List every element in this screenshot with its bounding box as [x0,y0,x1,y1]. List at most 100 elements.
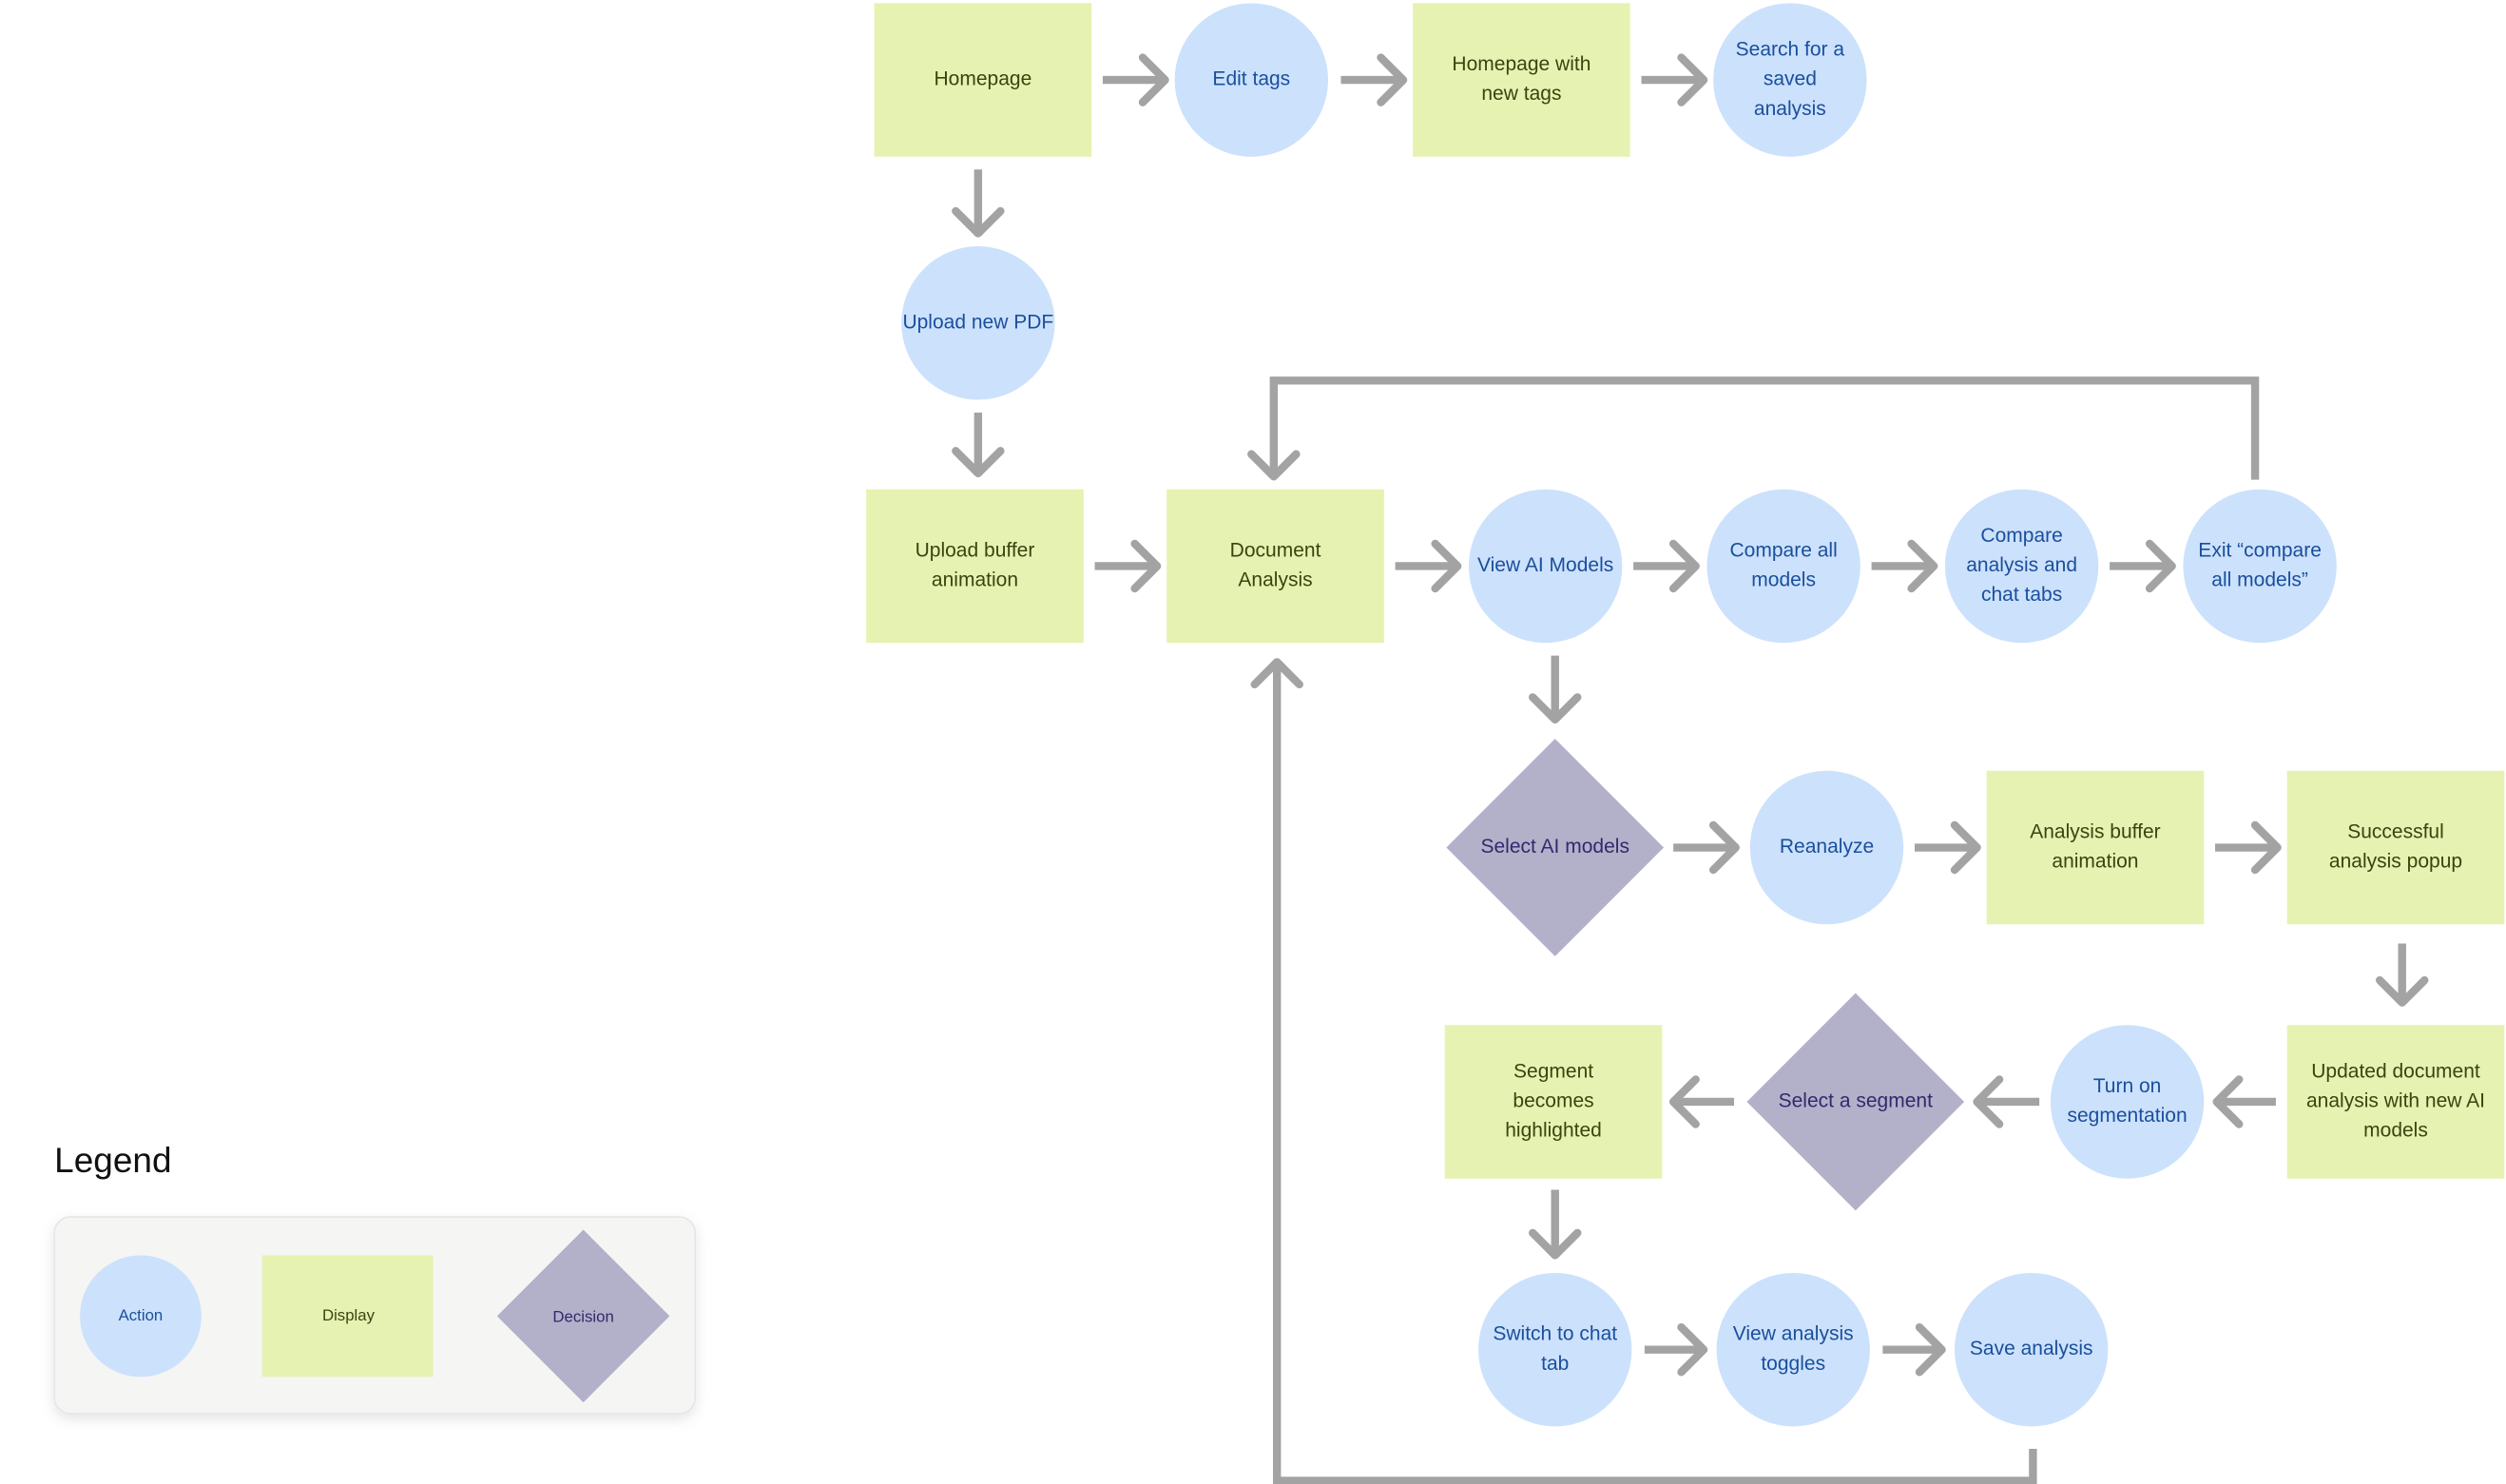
arrowhead-icon [2212,1075,2244,1128]
action-shape [2050,1025,2205,1179]
arrowhead-icon [1377,53,1408,106]
edge-upload-buffer-to-document-analysis [1094,539,1162,593]
display-shape [1166,489,1384,644]
node-label: Successful [2347,821,2444,843]
node-label: highlighted [1505,1120,1602,1142]
display-shape [1413,3,1630,157]
node-label: models [1751,569,1816,591]
arrowhead-icon [1130,539,1162,593]
legend-item-display: Display [261,1255,434,1378]
edge-homepage-new-tags-to-search-saved [1641,53,1708,106]
node-label: Upload new PDF [902,311,1053,333]
node-label: analysis [1754,98,1826,120]
node-label: Select AI models [1480,836,1629,858]
arrowhead-icon [1668,539,1700,593]
edge-exit-compare-to-document-analysis [1247,376,2260,481]
node-label: View analysis [1733,1323,1854,1345]
node-compare-all: Compare all models [1706,489,1860,644]
arrowhead-icon [952,206,1005,238]
connectors-layer [952,53,2429,1484]
arrowhead-icon [1528,1228,1582,1260]
arrowhead-icon [1677,1322,1708,1377]
node-label: Edit tags [1212,68,1290,90]
node-label: Compare all [1729,539,1837,561]
node-label: chat tabs [1981,584,2062,606]
node-label: tab [1541,1353,1569,1375]
legend-item-action: Action [80,1255,202,1378]
edge-view-ai-models-to-select-ai-models [1528,655,1582,724]
action-shape [1468,489,1623,644]
connector-line [1273,662,2037,1484]
node-label: Analysis [1238,569,1312,591]
action-shape [1706,489,1860,644]
display-shape [1986,770,2205,925]
node-label: Homepage [934,68,1031,90]
node-label: Select a segment [1779,1090,1933,1112]
edge-document-analysis-to-view-ai-models [1395,539,1462,593]
arrowhead-icon [1668,1075,1700,1128]
legend-title: Legend [54,1141,171,1180]
arrowhead-icon [1431,539,1462,593]
arrowhead-icon [1915,1322,1946,1377]
arrowhead-icon [2250,820,2282,875]
node-reanalyze: Reanalyze [1749,770,1904,925]
connector-line [1269,376,2260,480]
arrowhead-icon [1250,658,1303,689]
node-success-popup: Successful analysis popup [2286,770,2505,925]
node-label: animation [2052,851,2138,873]
node-label: analysis with new AI [2306,1090,2485,1112]
action-shape [901,246,1055,400]
edge-compare-all-to-compare-tabs [1871,539,1938,593]
node-label: Save analysis [1970,1338,2093,1359]
display-shape [2286,1025,2505,1179]
arrowhead-icon [1247,450,1301,481]
edge-analysis-buffer-to-success-popup [2215,820,2282,875]
edge-reanalyze-to-analysis-buffer [1914,820,1981,875]
arrowhead-icon [1708,820,1740,875]
edge-edit-tags-to-homepage-new-tags [1340,53,1408,106]
display-shape [866,489,1084,644]
display-shape [874,3,1092,157]
node-save-analysis: Save analysis [1955,1272,2109,1427]
node-label: View AI Models [1477,554,1613,576]
edge-homepage-to-edit-tags [1102,53,1169,106]
display-shape [1444,1025,1663,1179]
edge-updated-analysis-to-turn-on-seg [2212,1075,2276,1128]
node-label: analysis popup [2329,851,2462,873]
node-label: Turn on [2093,1075,2162,1097]
edge-homepage-to-upload-pdf [952,169,1005,238]
node-label: Search for a [1736,39,1845,61]
arrowhead-icon [2145,539,2176,593]
edge-segment-highlighted-to-switch-chat [1528,1189,1582,1260]
edge-turn-on-seg-to-select-segment [1973,1075,2040,1128]
arrowhead-icon [1528,693,1582,724]
node-label: Upload buffer [916,539,1035,561]
node-select-segment: Select a segment [1746,993,1965,1211]
node-label: segmentation [2067,1105,2187,1127]
decision-shape [1446,739,1665,956]
legend-decision-label: Decision [552,1307,613,1325]
node-label: all models” [2211,569,2308,591]
legend-item-decision: Decision [496,1229,670,1403]
action-shape [1713,3,1867,157]
edge-save-analysis-to-document-analysis [1250,658,2037,1484]
node-label: Switch to chat [1493,1323,1617,1345]
action-shape [1749,770,1904,925]
action-shape [2183,489,2337,644]
edge-upload-pdf-to-upload-buffer [952,412,1005,478]
node-view-ai-models: View AI Models [1468,489,1623,644]
arrowhead-icon [1138,53,1169,106]
node-label: new tags [1481,83,1561,105]
node-label: Homepage with [1452,53,1590,75]
arrowhead-icon [1907,539,1938,593]
action-shape [1716,1272,1870,1427]
decision-shape [1746,993,1965,1211]
node-homepage: Homepage [874,3,1092,157]
